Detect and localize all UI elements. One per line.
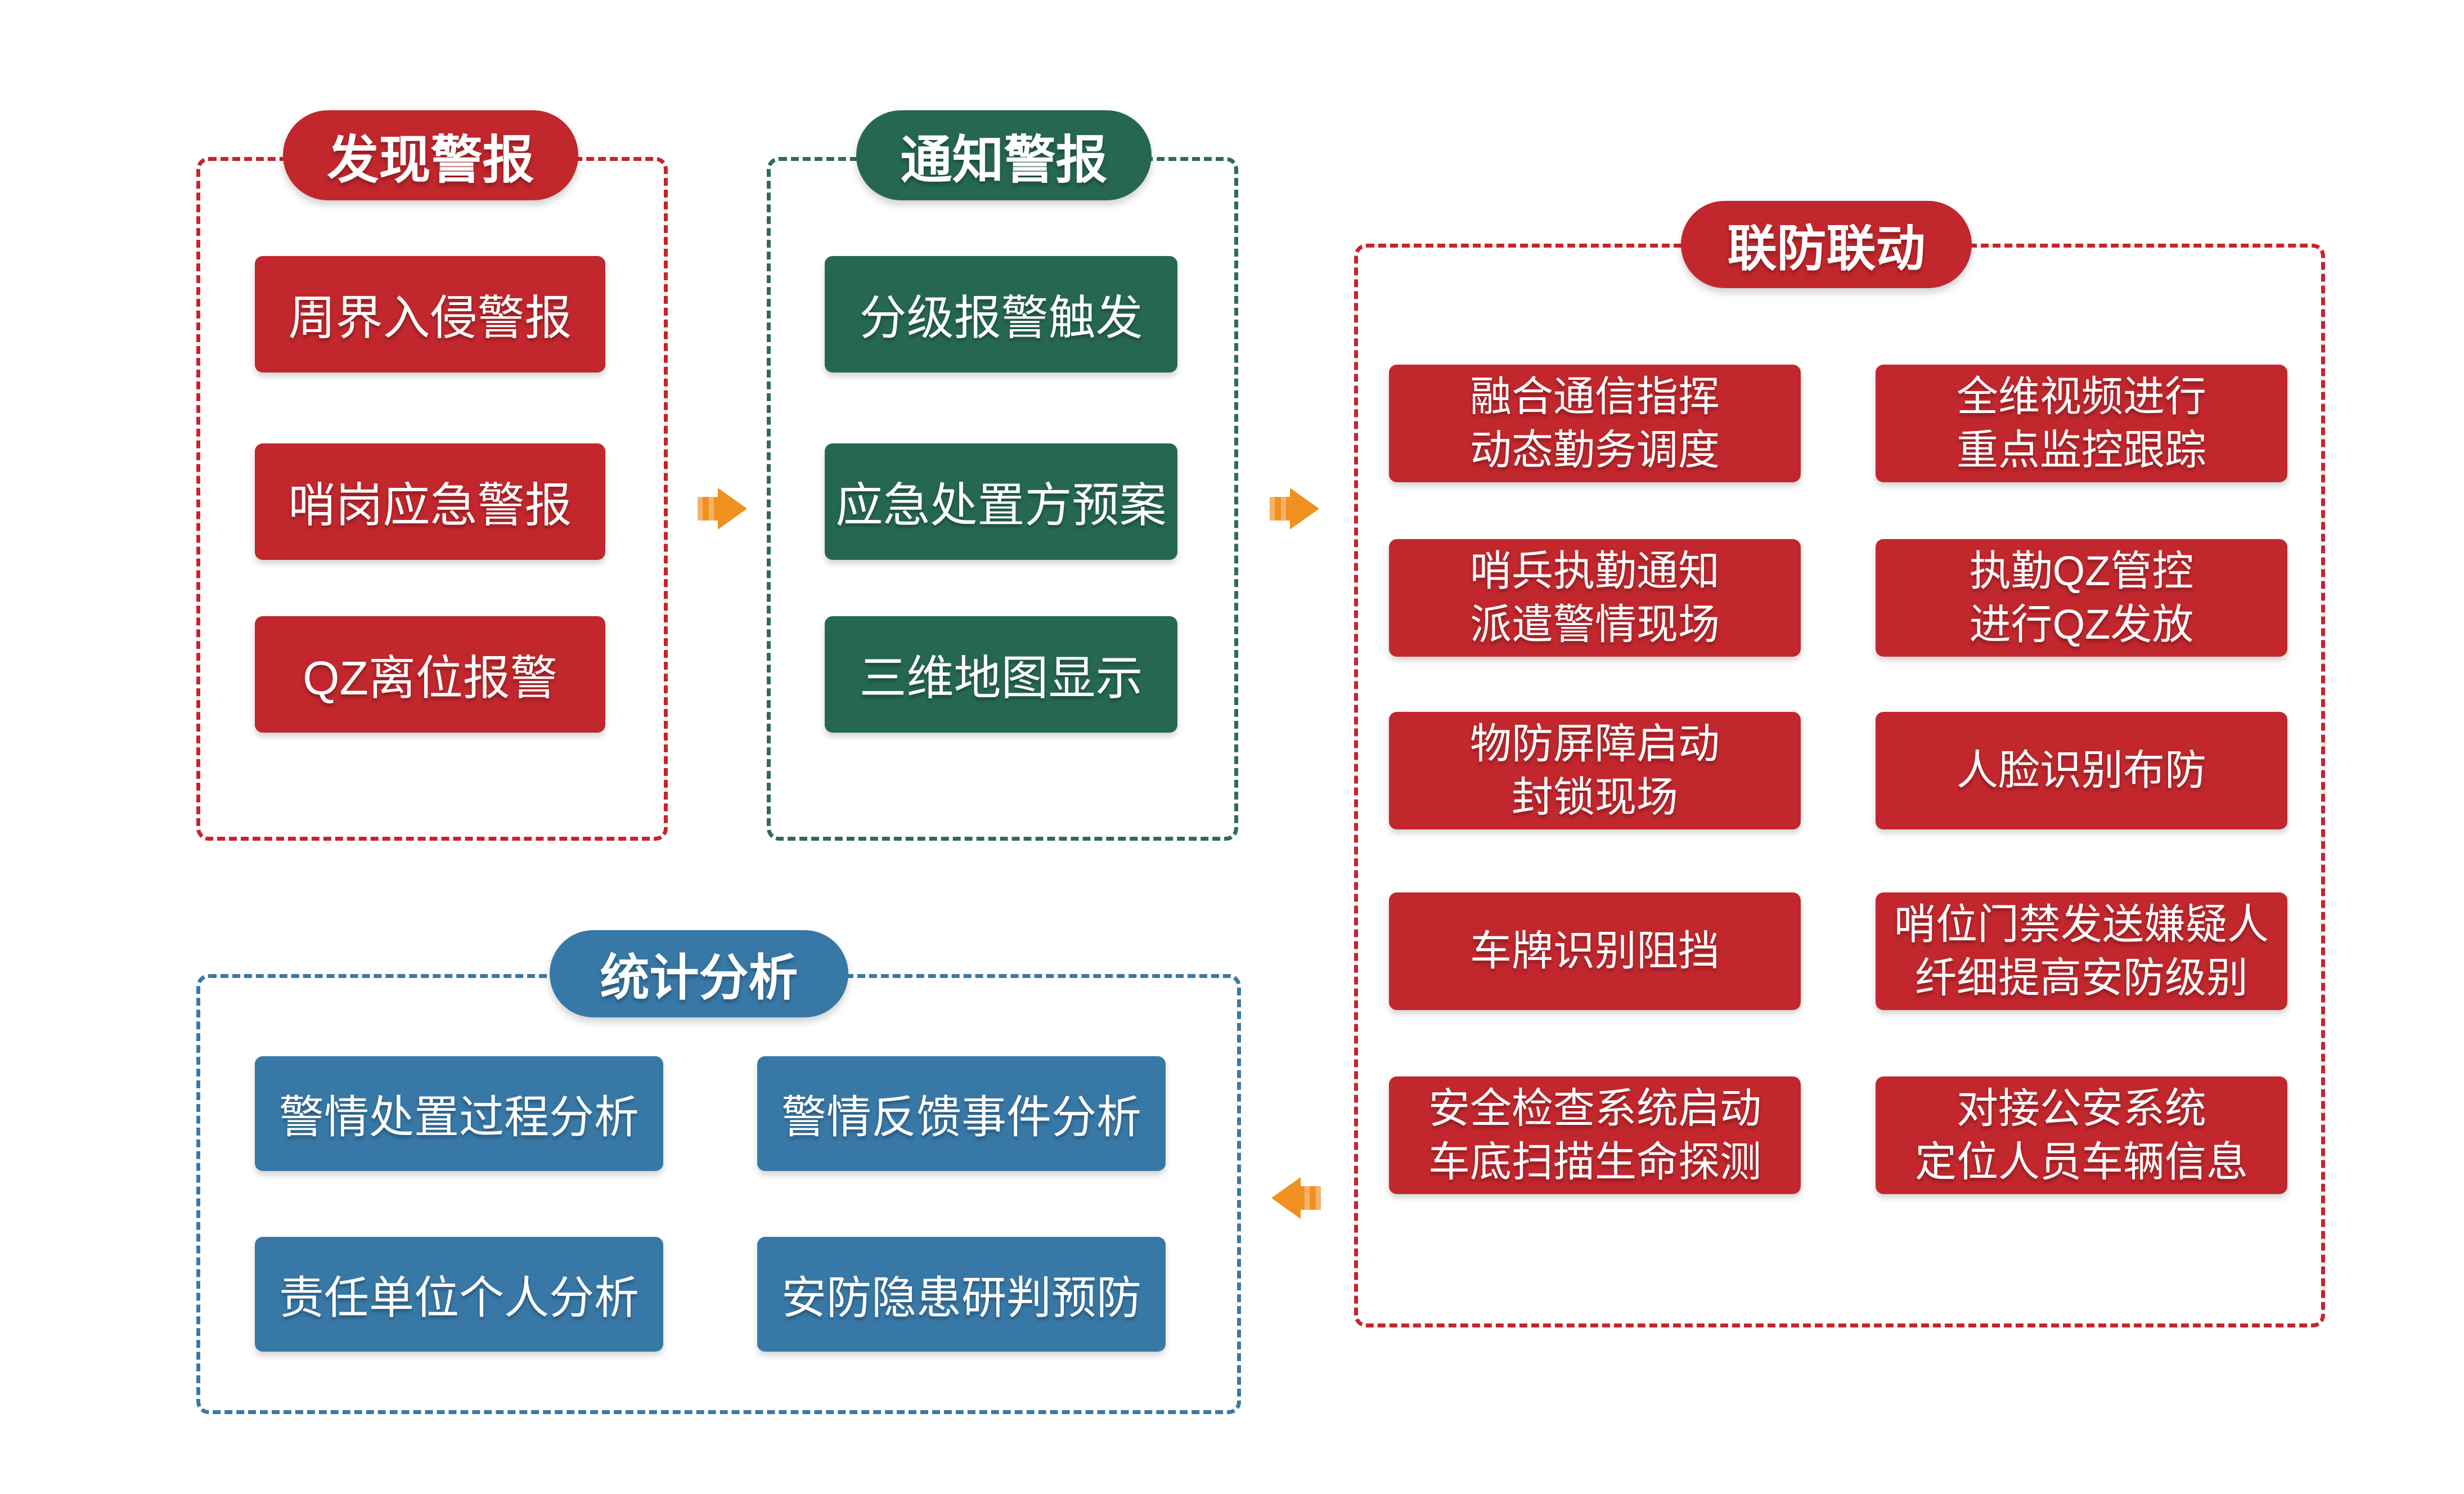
- flow-arrow-right-icon: [698, 488, 747, 530]
- item-label-line2: 派遣警情现场: [1470, 600, 1720, 648]
- item-label: 安防隐患研判预防: [781, 1273, 1141, 1323]
- item-emergency-response-plan: 应急处置方预案: [825, 443, 1177, 560]
- item-label: 警情处置过程分析: [279, 1092, 639, 1142]
- flow-arrow-right-icon: [1270, 488, 1319, 530]
- statistics-title: 统计分析: [600, 950, 798, 1006]
- item-label-line1: 安全检查系统启动: [1428, 1084, 1761, 1132]
- item-label: 哨岗应急警报: [288, 479, 572, 532]
- item-label-line1: 物防屏障启动: [1470, 720, 1720, 767]
- item-label: 车牌识别阻挡: [1470, 927, 1720, 975]
- item-label-line2: 动态勤务调度: [1470, 426, 1720, 473]
- item-sentry-emergency-alarm: 哨岗应急警报: [255, 443, 605, 560]
- item-label-line2: 重点监控跟踪: [1957, 426, 2206, 473]
- item-3d-map-display: 三维地图显示: [825, 616, 1177, 733]
- item-alarm-handling-process-analysis: 警情处置过程分析: [255, 1056, 663, 1171]
- item-duty-qz-control-issue: 执勤QZ管控 进行QZ发放: [1876, 539, 2287, 657]
- notify-alert-title: 通知警报: [900, 131, 1108, 189]
- discover-alert-title-pill: 发现警报: [283, 110, 578, 200]
- item-label: 责任单位个人分析: [279, 1273, 639, 1323]
- item-graded-alarm-trigger: 分级报警触发: [825, 256, 1177, 373]
- item-label-line2: 纤细提高安防级别: [1915, 954, 2248, 1001]
- statistics-title-pill: 统计分析: [550, 930, 848, 1017]
- item-label: QZ离位报警: [303, 652, 557, 705]
- item-label-line1: 哨位门禁发送嫌疑人: [1894, 900, 2269, 948]
- item-label: 应急处置方预案: [835, 479, 1167, 532]
- item-physical-barrier-lockdown: 物防屏障启动 封锁现场: [1389, 712, 1801, 829]
- item-security-check-life-detect: 安全检查系统启动 车底扫描生命探测: [1389, 1076, 1801, 1194]
- item-label: 周界入侵警报: [288, 291, 572, 344]
- item-sentry-access-suspect-alert: 哨位门禁发送嫌疑人 纤细提高安防级别: [1876, 892, 2287, 1010]
- item-label-line1: 执勤QZ管控: [1969, 547, 2194, 594]
- item-label-line2: 封锁现场: [1512, 773, 1678, 820]
- item-qz-offposition-alarm: QZ离位报警: [255, 616, 605, 733]
- item-label: 分级报警触发: [859, 291, 1143, 344]
- joint-defense-title-pill: 联防联动: [1681, 201, 1972, 288]
- item-label-line1: 融合通信指挥: [1470, 373, 1720, 420]
- notify-alert-title-pill: 通知警报: [856, 110, 1152, 200]
- item-label: 人脸识别布防: [1957, 747, 2206, 794]
- item-label-line2: 定位人员车辆信息: [1915, 1138, 2248, 1185]
- item-alarm-feedback-event-analysis: 警情反馈事件分析: [757, 1056, 1166, 1171]
- item-label-line1: 对接公安系统: [1957, 1084, 2206, 1132]
- discover-alert-title: 发现警报: [327, 131, 534, 189]
- item-perimeter-intrusion-alarm: 周界入侵警报: [255, 256, 605, 373]
- item-label-line1: 全维视频进行: [1957, 373, 2206, 420]
- item-omni-video-tracking: 全维视频进行 重点监控跟踪: [1876, 365, 2287, 482]
- item-sentry-duty-notice: 哨兵执勤通知 派遣警情现场: [1389, 539, 1801, 657]
- item-face-recognition-deploy: 人脸识别布防: [1876, 712, 2287, 829]
- item-label-line2: 进行QZ发放: [1969, 600, 2194, 648]
- item-security-risk-prediction: 安防隐患研判预防: [757, 1237, 1166, 1352]
- item-fused-comm-command: 融合通信指挥 动态勤务调度: [1389, 365, 1801, 482]
- item-license-plate-block: 车牌识别阻挡: [1389, 892, 1801, 1010]
- item-responsible-unit-person-analysis: 责任单位个人分析: [255, 1237, 663, 1352]
- item-police-system-locate-info: 对接公安系统 定位人员车辆信息: [1876, 1076, 2287, 1194]
- item-label-line1: 哨兵执勤通知: [1470, 547, 1720, 594]
- item-label: 警情反馈事件分析: [781, 1092, 1141, 1142]
- flow-arrow-left-icon: [1271, 1177, 1321, 1219]
- joint-defense-title: 联防联动: [1727, 221, 1926, 276]
- item-label-line2: 车底扫描生命探测: [1428, 1138, 1761, 1185]
- item-label: 三维地图显示: [859, 652, 1143, 705]
